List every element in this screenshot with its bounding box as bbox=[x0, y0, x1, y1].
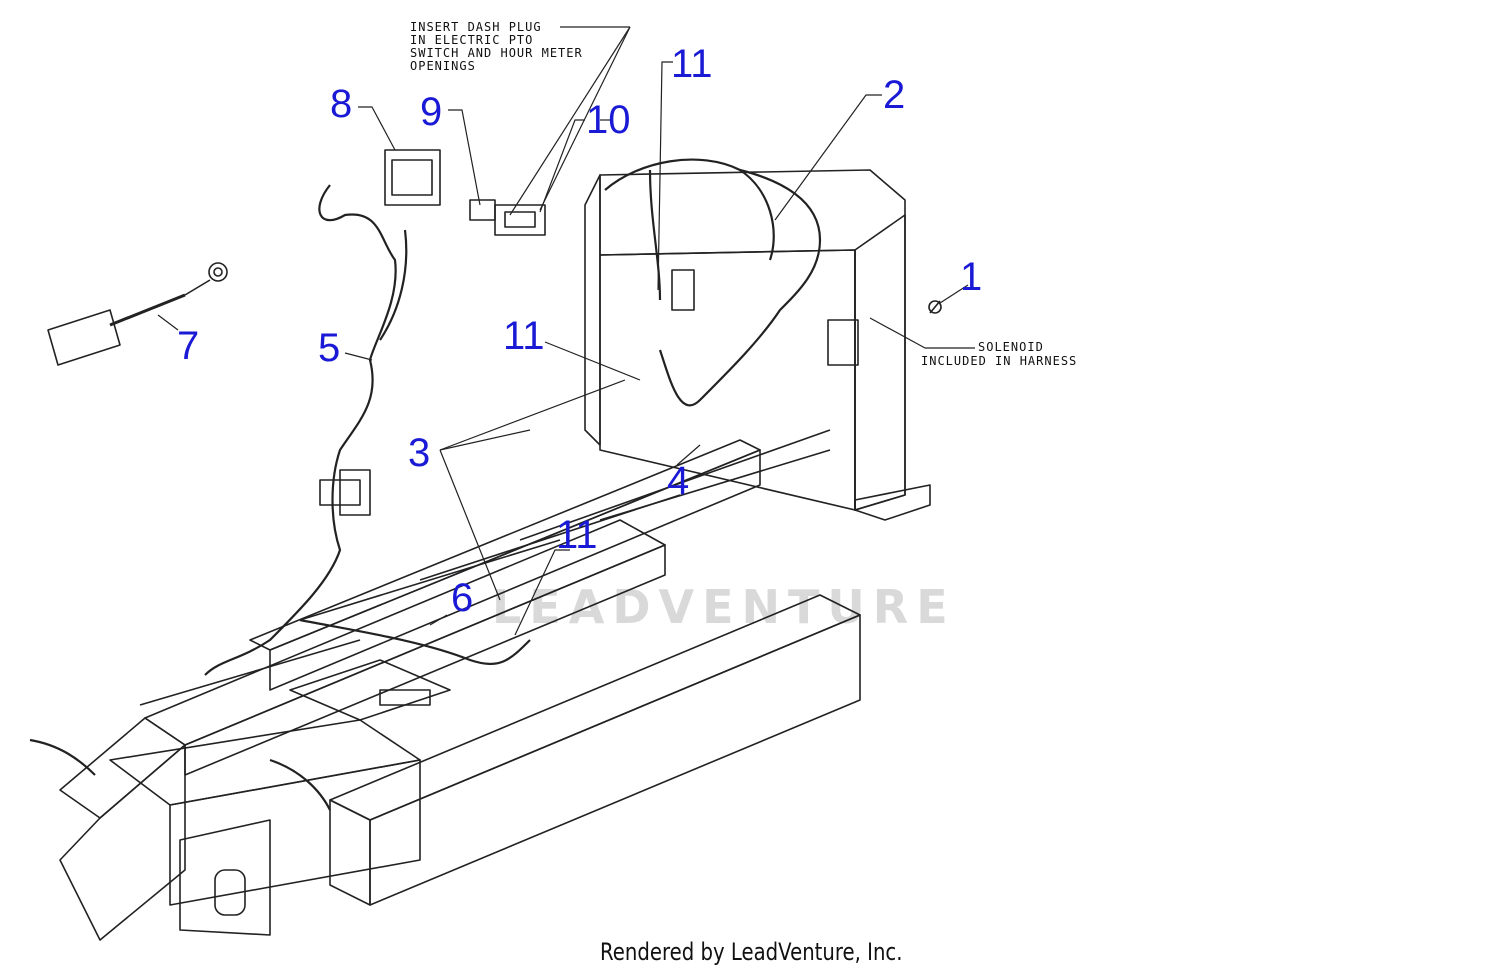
callout-4: 4 bbox=[667, 459, 690, 503]
screw-item-1 bbox=[928, 300, 942, 314]
callout-11-middle: 11 bbox=[503, 314, 545, 358]
callout-9: 9 bbox=[420, 90, 443, 134]
wire-harness bbox=[29, 158, 859, 811]
callout-10: 10 bbox=[586, 98, 631, 142]
dash-components bbox=[384, 149, 546, 236]
leader-lines bbox=[157, 26, 975, 636]
callout-1: 1 bbox=[960, 255, 983, 299]
ignition-key-tag bbox=[47, 262, 228, 366]
chassis-frame bbox=[59, 169, 931, 941]
callout-5: 5 bbox=[318, 326, 341, 370]
dash-plug-note-line-3: SWITCH AND HOUR METER bbox=[410, 46, 583, 60]
footer-credit: Rendered by LeadVenture, Inc. bbox=[600, 938, 903, 966]
callout-6: 6 bbox=[451, 576, 474, 620]
callout-2: 2 bbox=[883, 73, 906, 117]
solenoid-note-line-2: INCLUDED IN HARNESS bbox=[921, 354, 1078, 368]
callout-8: 8 bbox=[330, 82, 353, 126]
callout-11-top: 11 bbox=[671, 42, 713, 86]
watermark: LEADVENTURE bbox=[492, 580, 956, 634]
callout-11-bottom: 11 bbox=[556, 513, 598, 557]
solenoid-note-line-1: SOLENOID bbox=[978, 340, 1044, 354]
dash-plug-note-line-1: INSERT DASH PLUG bbox=[410, 20, 542, 34]
callout-7: 7 bbox=[177, 324, 200, 368]
callout-3: 3 bbox=[408, 431, 431, 475]
dash-plug-note-line-4: OPENINGS bbox=[410, 59, 476, 73]
dash-plug-note-line-2: IN ELECTRIC PTO bbox=[410, 33, 534, 47]
